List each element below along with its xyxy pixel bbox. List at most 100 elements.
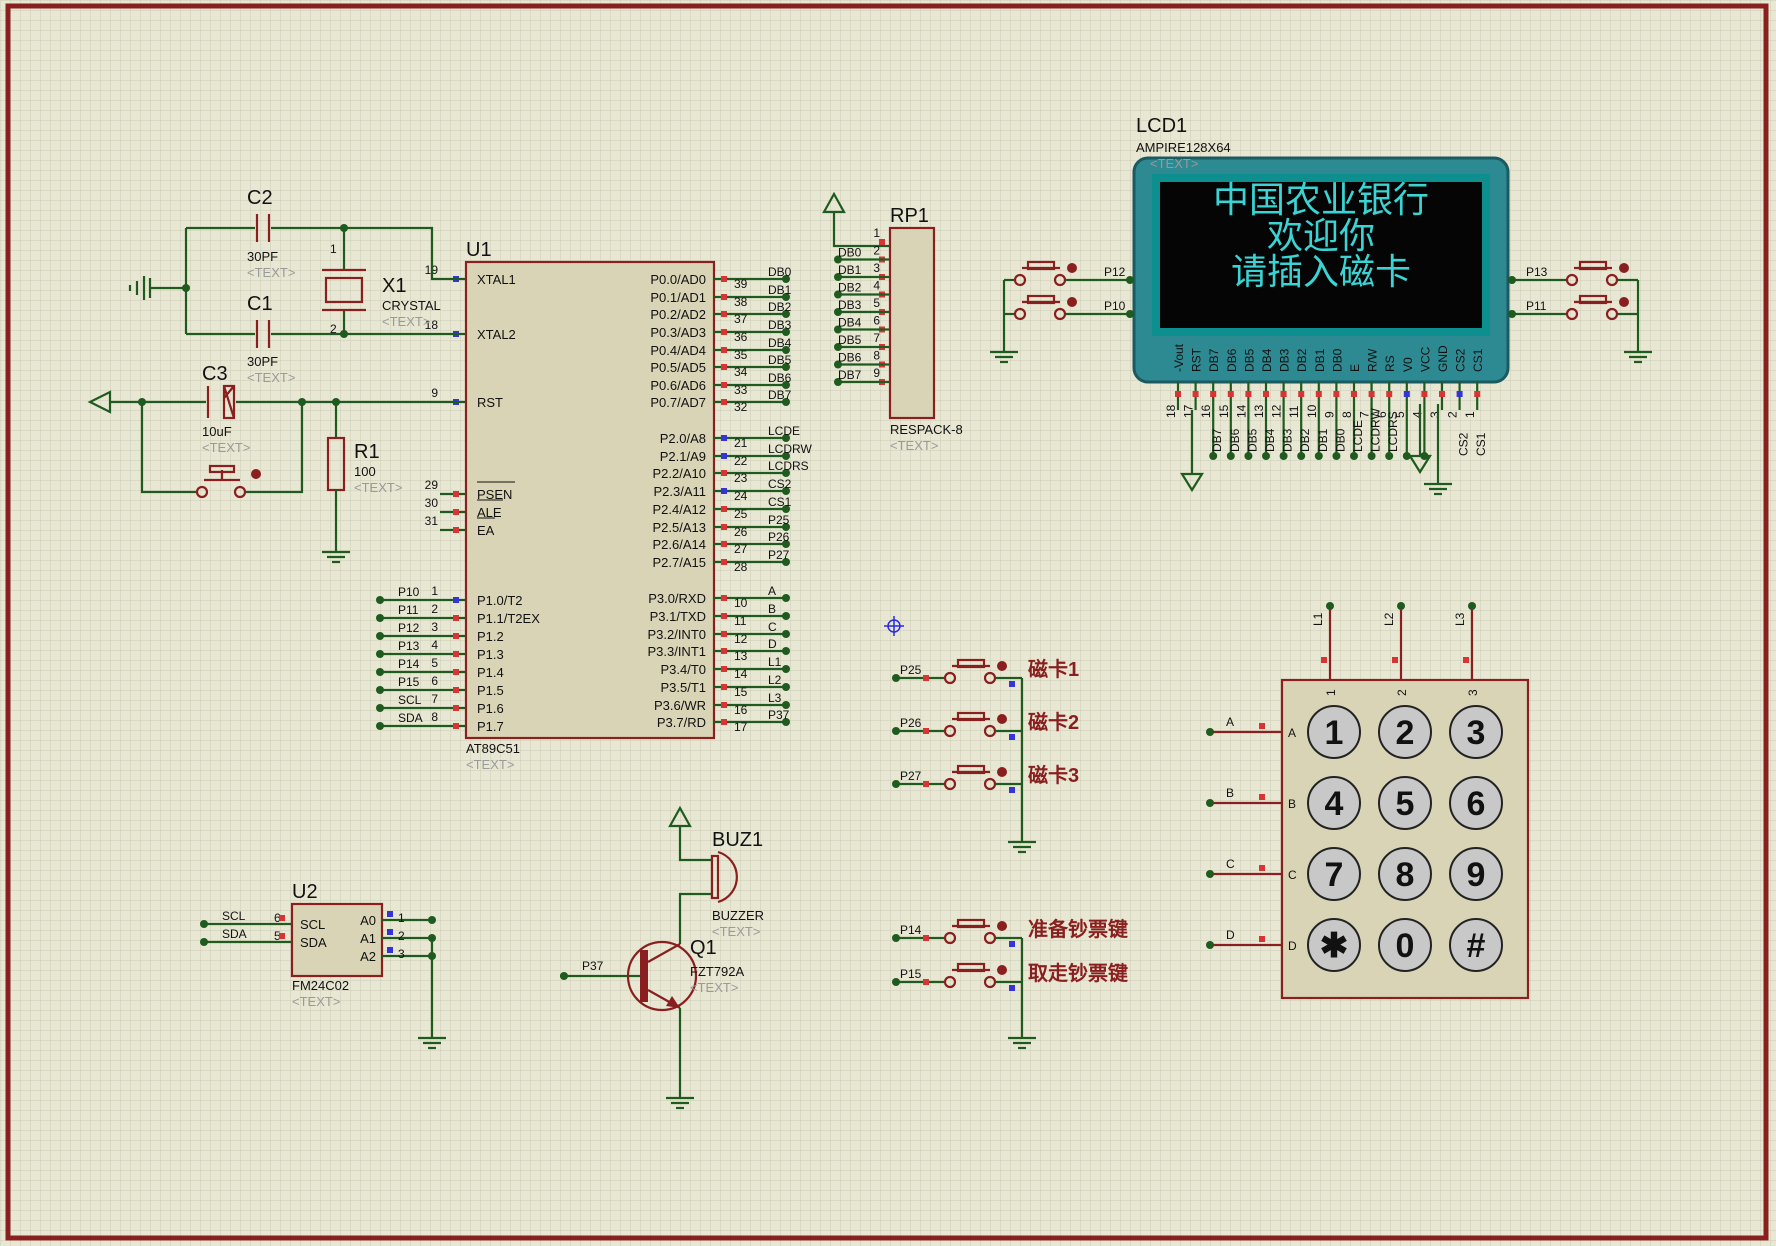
u1-net-label: P14 (398, 657, 420, 671)
u1-pin-name: P2.0/A8 (660, 431, 706, 446)
lcd-pin-num: 17 (1182, 404, 1196, 418)
u2-model: FM24C02 (292, 978, 349, 993)
u1-pin-num: 25 (734, 507, 748, 521)
lcd-model: AMPIRE128X64 (1136, 140, 1231, 155)
button-net: P26 (900, 716, 922, 730)
keypad-row-name: C (1288, 868, 1297, 882)
q1-ref: Q1 (690, 937, 717, 959)
rp1-ref: RP1 (890, 205, 929, 227)
lcd-pin-num: 11 (1287, 405, 1301, 418)
keypad-key: 1 (1325, 714, 1344, 752)
r1-ref: R1 (354, 441, 380, 463)
lcd-pin-num: 2 (1446, 411, 1460, 418)
lcd-pin-name: CS2 (1454, 348, 1468, 372)
rp1-model: RESPACK-8 (890, 422, 963, 437)
lcd-pin-num: 12 (1270, 404, 1284, 418)
u1-net-label: DB4 (768, 336, 792, 350)
lcd-net-label: DB3 (1281, 428, 1295, 452)
u1-pin-name: P1.4 (477, 665, 504, 680)
u1-pin-num: 10 (734, 596, 748, 610)
u1-pin-name: P1.2 (477, 629, 504, 644)
rp1-pin-num: 4 (873, 279, 880, 293)
u1-pin-name: P1.0/T2 (477, 593, 523, 608)
u1-pin-name: PSEN (477, 487, 512, 502)
button-label: 磁卡3 (1028, 763, 1079, 787)
lcd-pin-name: DB7 (1207, 348, 1221, 372)
buz1-model: BUZZER (712, 908, 764, 923)
u1-pin-num: 5 (431, 656, 438, 670)
lcd-pin-name: RS (1383, 355, 1397, 372)
lcd-ref: LCD1 (1136, 115, 1187, 137)
buz1-text-tag: <TEXT> (712, 924, 760, 939)
u2-pin-name: SCL (300, 917, 325, 932)
lcd-pin-num: 10 (1305, 404, 1319, 418)
reset-circuit: C3 10uF <TEXT> R1 100 <TEXT> (87, 363, 466, 564)
lcd-pin-name: DB4 (1260, 348, 1274, 372)
u1-pin-num: 21 (734, 436, 748, 450)
lcd-net-label: DB4 (1263, 428, 1277, 452)
rp1-net-label: DB3 (838, 298, 862, 312)
c2-value: 30PF (247, 249, 278, 264)
c1-value: 30PF (247, 354, 278, 369)
u1-pin-name: XTAL2 (477, 327, 516, 342)
u1-pin-num: 11 (734, 614, 747, 628)
u1-pin-name: P2.6/A14 (653, 537, 707, 552)
u1-net-label: C (768, 620, 777, 634)
lcd-pin-name: DB6 (1225, 348, 1239, 372)
u1-mcu[interactable]: U1 AT89C51 <TEXT> 19XTAL118XTAL29RST29PS… (376, 239, 812, 772)
lcd-pin-num: 3 (1428, 411, 1442, 418)
lcd-net-label: DB0 (1333, 428, 1347, 452)
u1-pin-num: 38 (734, 295, 748, 309)
lcd-pin-name: GND (1436, 345, 1450, 372)
u1-model: AT89C51 (466, 741, 520, 756)
button-label: 磁卡2 (1028, 710, 1079, 734)
x1-value: CRYSTAL (382, 298, 441, 313)
u1-net-label: P25 (768, 513, 790, 527)
rp1-pin-num: 9 (873, 366, 880, 380)
keypad-row-net: B (1226, 786, 1234, 800)
buzzer-driver[interactable]: BUZ1 BUZZER <TEXT> P37 Q1 FZT792A <TEXT> (560, 805, 764, 1110)
lcd-pin-num: 14 (1234, 404, 1248, 418)
lcd-button-net: P10 (1104, 299, 1126, 313)
lcd-pin-name: E (1348, 364, 1362, 372)
lcd-line-3: 请插入磁卡 (1231, 251, 1411, 292)
u1-pin-name: P3.0/RXD (648, 591, 706, 606)
u1-pin-name: P3.5/T1 (660, 680, 706, 695)
u1-pin-name: P2.5/A13 (653, 520, 707, 535)
rp1-net-label: DB6 (838, 351, 862, 365)
u1-pin-name: P3.3/INT1 (647, 644, 706, 659)
rp1-text-tag: <TEXT> (890, 438, 938, 453)
u1-net-label: P15 (398, 675, 420, 689)
lcd-module[interactable]: LCD1 AMPIRE128X64 <TEXT> 中国农业银行 欢迎你 请插入磁… (1132, 115, 1510, 496)
u1-pin-num: 31 (425, 514, 439, 528)
x1-pin1: 1 (330, 242, 337, 256)
u1-pin-name: P3.1/TXD (650, 609, 706, 624)
lcd-pin-num: 9 (1322, 411, 1336, 418)
lcd-line-1: 中国农业银行 (1213, 179, 1429, 220)
u1-pin-name: P2.1/A9 (660, 449, 706, 464)
u1-pin-num: 34 (734, 365, 748, 379)
keypad-key: 5 (1396, 785, 1415, 823)
lcd-net-label: CS2 (1457, 432, 1471, 456)
lcd-pin-name: DB1 (1313, 348, 1327, 372)
u1-pin-name: P0.6/AD6 (650, 378, 706, 393)
u1-pin-num: 16 (734, 703, 748, 717)
u1-net-label: SDA (398, 711, 423, 725)
u1-pin-num: 37 (734, 312, 748, 326)
keypad-key: 2 (1396, 714, 1415, 752)
rp1-respack[interactable]: RP1 RESPACK-8 <TEXT> 12DB03DB14DB25DB36D… (822, 191, 963, 453)
keypad-col-net: L3 (1453, 612, 1467, 626)
c3-text-tag: <TEXT> (202, 440, 250, 455)
u1-net-label: P11 (398, 603, 419, 617)
lcd-button-net: P11 (1526, 299, 1547, 313)
u1-pin-name: P0.3/AD3 (650, 325, 706, 340)
c1-ref: C1 (247, 293, 273, 315)
rp1-pin-num: 2 (873, 244, 880, 258)
u1-net-label: L3 (768, 691, 782, 705)
u1-net-label: SCL (398, 693, 422, 707)
u1-pin-num: 30 (425, 496, 439, 510)
